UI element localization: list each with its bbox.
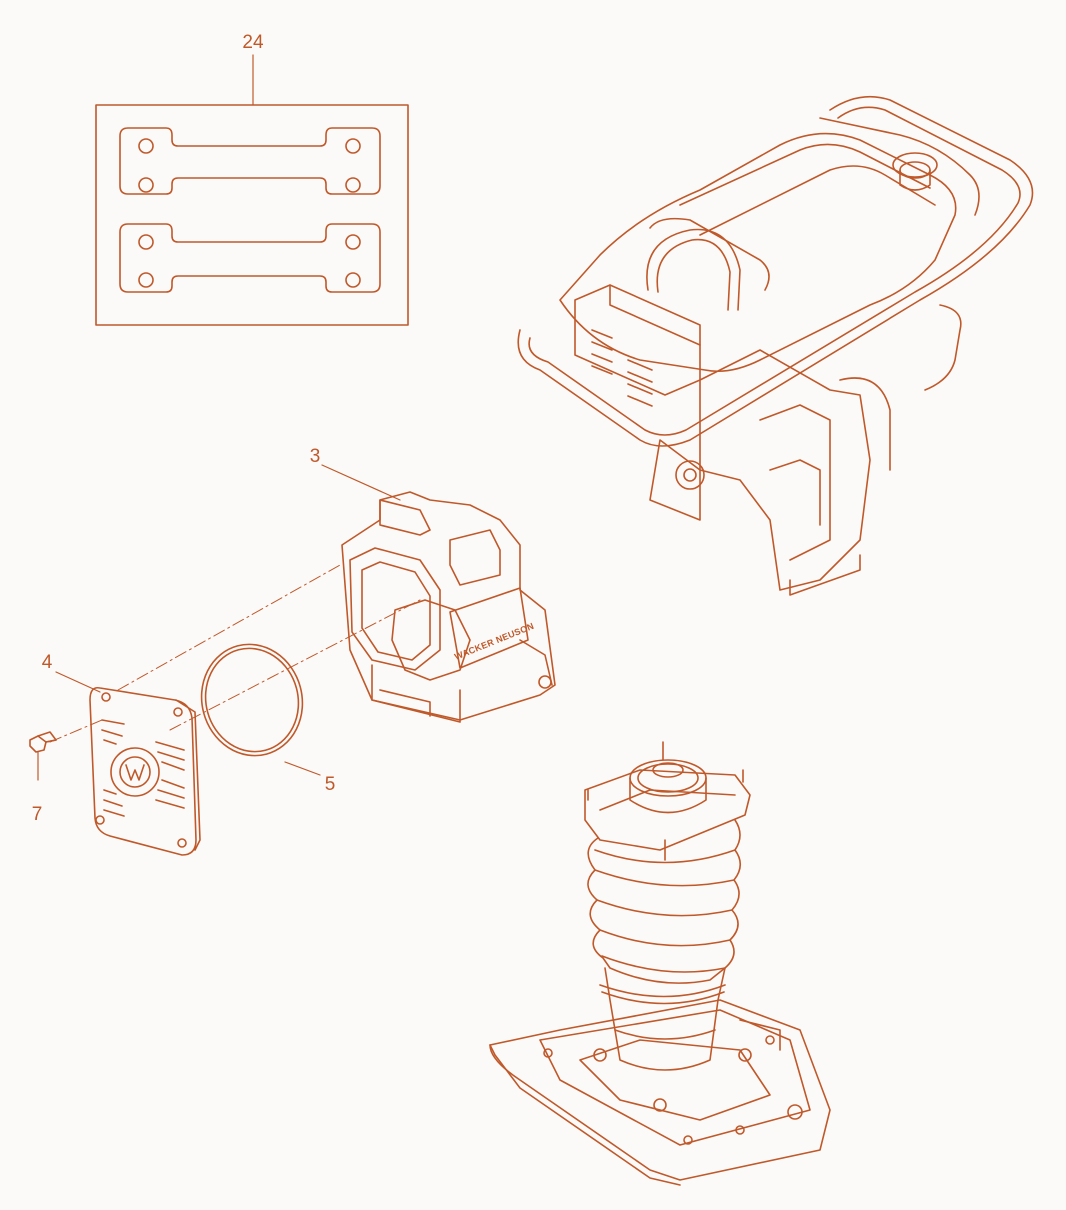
center-lines <box>49 564 421 743</box>
housing-cover <box>89 686 201 856</box>
callout-5: 5 <box>325 774 336 795</box>
engine-housing <box>341 491 556 723</box>
callout-4: 4 <box>42 652 53 673</box>
engine-assembly <box>517 95 1034 596</box>
decal-sheet <box>95 104 409 326</box>
callout-labels: 24 3 4 5 7 <box>32 32 336 825</box>
rammer-assembly <box>489 741 831 1186</box>
callout-7: 7 <box>32 804 43 825</box>
callout-3: 3 <box>310 446 321 467</box>
callout-24: 24 <box>242 32 264 53</box>
screw <box>29 731 57 753</box>
o-ring <box>200 643 304 757</box>
leader-lines <box>37 54 401 781</box>
